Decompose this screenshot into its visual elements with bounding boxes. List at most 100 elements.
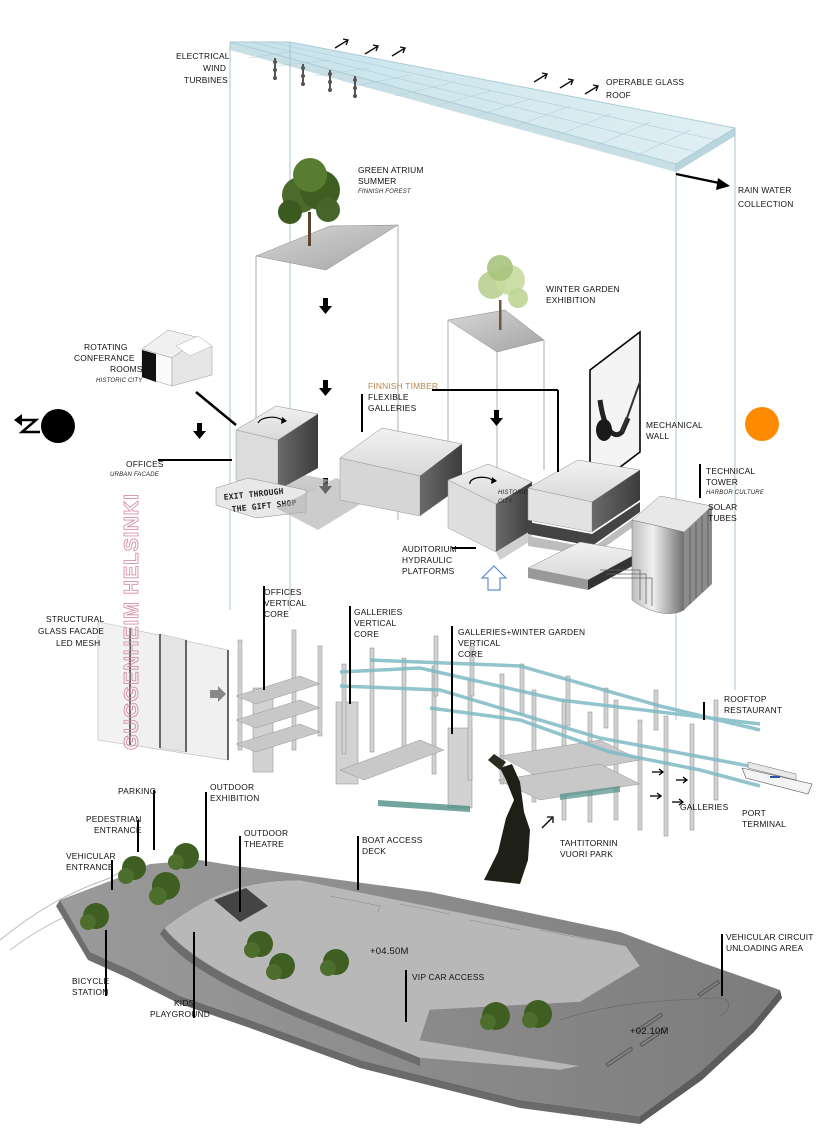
arrow-icon (559, 78, 574, 89)
label-historic-2: CITY (498, 499, 513, 505)
label-green-2: SUMMER (358, 176, 396, 186)
tree-icon (168, 843, 199, 870)
arrow-icon (210, 686, 226, 702)
arrow-icon (652, 768, 665, 776)
label-winter-1: WINTER GARDEN (546, 284, 620, 294)
label-solar-2: TUBES (708, 513, 737, 523)
label-offices-sub: URBAN FACADE (110, 472, 160, 478)
arrow-icon (676, 776, 689, 784)
drop-lines (255, 225, 545, 520)
label-sg-2: GLASS FACADE (38, 626, 104, 636)
label-rot-sub: HISTORIC CITY (96, 378, 143, 384)
glass-facade (97, 621, 229, 761)
label-roof-2: ROOF (606, 90, 631, 100)
label-parking: PARKING (118, 786, 156, 796)
label-wind-3: TURBINES (184, 75, 228, 85)
ship-icon (741, 761, 813, 795)
label-flex-2: GALLERIES (368, 403, 417, 413)
arrow-icon (364, 44, 379, 55)
leader-lines (105, 389, 723, 1022)
glass-roof (229, 41, 737, 172)
label-ped-2: ENTRANCE (94, 825, 142, 835)
auditorium-block (447, 463, 533, 560)
label-timber: FINNISH TIMBER (368, 381, 438, 391)
tree-icon (244, 931, 273, 958)
label-veh-2: ENTRANCE (66, 862, 114, 872)
label-port-2: TERMINAL (742, 819, 786, 829)
label-bike-2: STATION (72, 987, 108, 997)
facade-led-text: GUGGENHEIM HELSINKI (121, 493, 143, 750)
tree-icon (480, 1002, 510, 1030)
north-arrow-icon (14, 409, 75, 443)
down-arrow-icon (319, 380, 332, 396)
label-kids-1: KIDS (174, 998, 195, 1008)
green-atrium (255, 158, 399, 271)
label-gv-3: CORE (354, 629, 379, 639)
label-elev-low: +02.10M (630, 1026, 669, 1037)
tree-icon (149, 872, 180, 905)
label-solar-1: SOLAR (708, 502, 737, 512)
label-roof-1: OPERABLE GLASS (606, 77, 684, 87)
label-park-1: TAHTITORNIN (560, 838, 618, 848)
wind-turbines (273, 58, 357, 98)
label-sg-1: STRUCTURAL (46, 614, 104, 624)
label-vc-1: VEHICULAR CIRCUIT (726, 932, 814, 942)
up-arrow-icon (480, 565, 508, 591)
statue-icon (484, 754, 530, 884)
site-ground (0, 859, 782, 1124)
turbine-icon (273, 58, 277, 80)
arrow-icon (650, 792, 663, 800)
rotating-conference-rooms (141, 329, 213, 387)
label-ov-1: OFFICES (264, 587, 302, 597)
sun-icon (745, 407, 779, 441)
label-vip: VIP CAR ACCESS (412, 972, 485, 982)
label-gw-1: GALLERIES+WINTER GARDEN (458, 627, 585, 637)
label-wind-2: WIND (203, 63, 226, 73)
label-flex-1: FLEXIBLE (368, 392, 409, 402)
label-rot-1: ROTATING (84, 342, 128, 352)
label-tech-2: TOWER (706, 477, 738, 487)
technical-stack (527, 459, 641, 590)
site-trees (80, 843, 552, 1030)
down-arrow-icon (319, 298, 332, 314)
leader-line (195, 391, 237, 426)
label-mech-2: WALL (646, 431, 669, 441)
label-theatre-1: OUTDOOR (244, 828, 288, 838)
label-rain-2: COLLECTION (738, 199, 794, 209)
label-ov-3: CORE (264, 609, 289, 619)
label-green-sub: FINNISH FOREST (358, 189, 412, 195)
label-aud-2: HYDRAULIC (402, 555, 452, 565)
label-gv-1: GALLERIES (354, 607, 403, 617)
arrow-icon (672, 798, 685, 806)
tree-icon (278, 158, 340, 246)
ground-path (378, 786, 620, 812)
label-outex-2: EXHIBITION (210, 793, 259, 803)
label-gv-2: VERTICAL (354, 618, 397, 628)
gallery-arrows (541, 768, 689, 829)
turbine-icon (301, 64, 305, 86)
label-rooftop-1: ROOFTOP (724, 694, 767, 704)
label-winter-2: EXHIBITION (546, 295, 595, 305)
label-outex-1: OUTDOOR (210, 782, 254, 792)
turbine-icon (328, 70, 332, 92)
label-bike-1: BICYCLE (72, 976, 109, 986)
structure-columns (237, 629, 719, 837)
label-rot-3: ROOMS (110, 364, 143, 374)
arrow-icon (584, 84, 599, 95)
tree-icon (478, 255, 528, 330)
arrow-icon (541, 816, 554, 829)
label-rain-1: RAIN WATER (738, 185, 792, 195)
label-rooftop-2: RESTAURANT (724, 705, 782, 715)
label-ped-1: PEDESTRIAN (86, 814, 142, 824)
label-boat-2: DECK (362, 846, 386, 856)
down-arrow-icon (490, 410, 503, 426)
tree-icon (118, 856, 146, 884)
label-rot-2: CONFERANCE (74, 353, 135, 363)
tree-icon (320, 949, 349, 976)
label-aud-3: PLATFORMS (402, 566, 455, 576)
label-ov-2: VERTICAL (264, 598, 307, 608)
rain-water-arrow-icon (675, 172, 730, 190)
label-wind-1: ELECTRICAL (176, 51, 230, 61)
label-mech-1: MECHANICAL (646, 420, 703, 430)
